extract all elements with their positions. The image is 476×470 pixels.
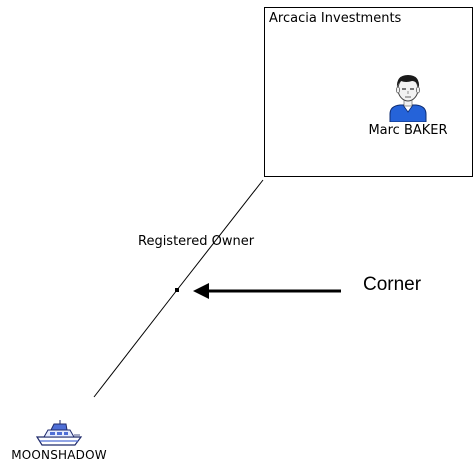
link-line-upper[interactable]: [176, 179, 264, 291]
link-label[interactable]: Registered Owner: [138, 234, 255, 249]
vessel-node[interactable]: MOONSHADOW: [4, 418, 114, 470]
corner-handle[interactable]: [175, 288, 179, 292]
person-icon: [389, 75, 427, 122]
vessel-label: MOONSHADOW: [11, 448, 107, 462]
person-node[interactable]: Marc BAKER: [353, 70, 463, 150]
boat-icon: [35, 420, 83, 446]
group-title: Arcacia Investments: [269, 11, 402, 26]
callout-arrow-head: [193, 283, 209, 299]
person-label: Marc BAKER: [368, 123, 448, 138]
group-box[interactable]: Arcacia Investments: [264, 7, 473, 177]
callout-label: Corner: [363, 274, 422, 295]
link-line-lower[interactable]: [93, 289, 178, 398]
